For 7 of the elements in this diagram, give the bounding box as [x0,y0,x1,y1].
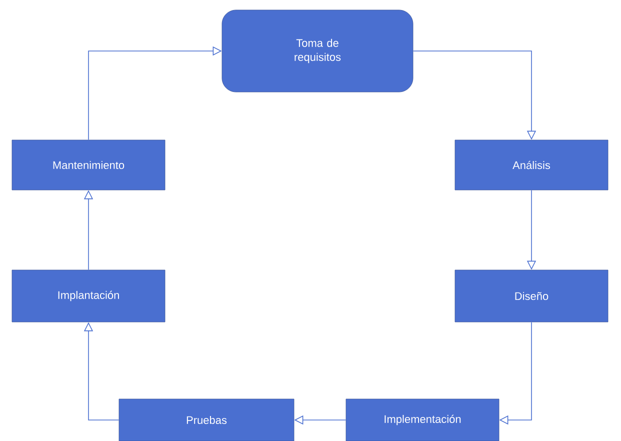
process-box: Diseño [454,270,608,322]
start-box: Toma de requisitos [222,10,414,92]
process-box: Implementación [346,398,500,441]
process-box: Implantación [12,270,166,322]
process-box: Mantenimiento [12,140,166,190]
process-box: Análisis [454,140,608,190]
process-box: Pruebas [118,398,294,441]
